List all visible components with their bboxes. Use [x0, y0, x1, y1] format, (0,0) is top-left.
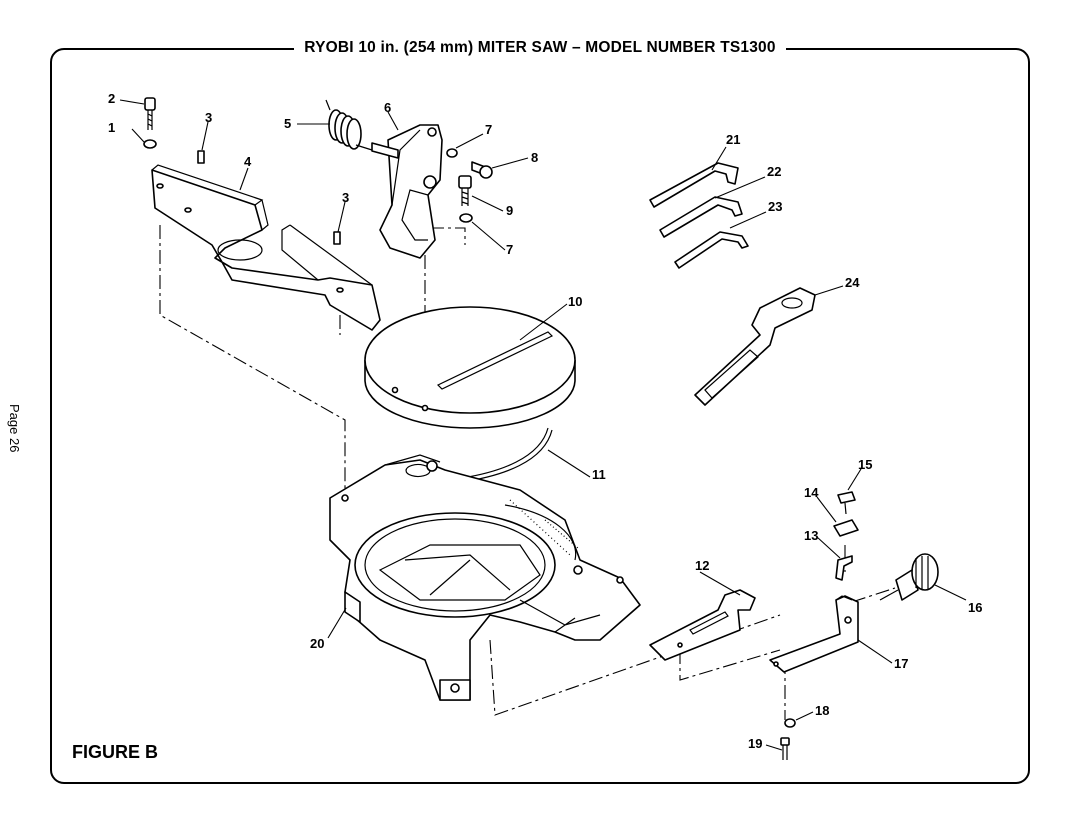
- part-screw-19: [780, 737, 790, 760]
- callout-15: 15: [858, 457, 872, 472]
- part-clip-13: [835, 555, 853, 581]
- callout-labels: 1 2 3 4 3 5 6 7 8 9 7 10 11 12 13 14 15 …: [108, 91, 982, 751]
- figure-label: FIGURE B: [72, 742, 159, 762]
- callout-6: 6: [384, 100, 391, 115]
- callout-13: 13: [804, 528, 818, 543]
- part-washer-7b: [459, 213, 473, 223]
- assembly-line-knob-16: [851, 587, 896, 603]
- part-fence-4: [151, 164, 381, 331]
- callout-8: 8: [531, 150, 538, 165]
- callout-22: 22: [767, 164, 781, 179]
- callout-17: 17: [894, 656, 908, 671]
- part-bracket-17: [769, 595, 859, 673]
- part-wrench-24: [694, 287, 816, 406]
- callout-9: 9: [506, 203, 513, 218]
- part-pivot-bracket-6: [371, 124, 443, 259]
- part-set-screw-3b: [333, 231, 341, 245]
- part-base-20: [329, 454, 641, 701]
- callout-23: 23: [768, 199, 782, 214]
- callout-21: 21: [726, 132, 740, 147]
- callout-18: 18: [815, 703, 829, 718]
- part-screw-2: [144, 97, 156, 130]
- assembly-line-bracket-12: [489, 614, 781, 716]
- part-bolt-8: [471, 161, 493, 179]
- part-spring-5: [325, 99, 373, 151]
- part-nut-14: [833, 519, 859, 537]
- callout-3a: 3: [205, 110, 212, 125]
- part-hex-key-21: [649, 162, 739, 208]
- part-bracket-12: [649, 589, 756, 661]
- callout-7b: 7: [506, 242, 513, 257]
- part-washer-18: [784, 718, 796, 728]
- callout-1: 1: [108, 120, 115, 135]
- part-set-screw-3a: [197, 150, 205, 164]
- callout-12: 12: [695, 558, 709, 573]
- callout-2: 2: [108, 91, 115, 106]
- assembly-line-screw-9: [430, 227, 466, 245]
- callout-24: 24: [845, 275, 860, 290]
- part-screw-9: [458, 175, 472, 206]
- assembly-line-bracket-12b: [679, 649, 781, 681]
- part-hex-key-23: [674, 231, 749, 269]
- part-screw-15: [837, 491, 856, 515]
- leader-lines: [119, 99, 967, 751]
- part-knob-16: [879, 553, 939, 601]
- callout-7a: 7: [485, 122, 492, 137]
- callout-11: 11: [592, 467, 606, 482]
- callout-20: 20: [310, 636, 324, 651]
- part-table-10: [364, 306, 576, 429]
- callout-3b: 3: [342, 190, 349, 205]
- callout-14: 14: [804, 485, 819, 500]
- callout-10: 10: [568, 294, 582, 309]
- part-hex-key-22: [659, 196, 743, 238]
- callout-4: 4: [244, 154, 252, 169]
- callout-19: 19: [748, 736, 762, 751]
- assembly-line-fence-left: [159, 225, 346, 495]
- callout-16: 16: [968, 600, 982, 615]
- callout-5: 5: [284, 116, 291, 131]
- part-strip-11: [461, 427, 549, 479]
- part-washer-7a: [446, 148, 458, 158]
- part-washer-1: [143, 139, 157, 149]
